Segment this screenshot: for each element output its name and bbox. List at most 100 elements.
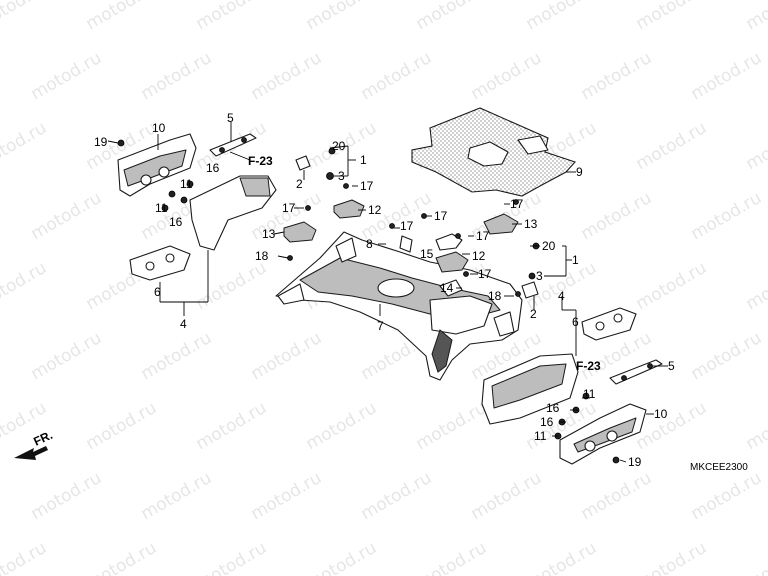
fasteners (117, 139, 620, 464)
diagram-code: MKCEE2300 (690, 462, 748, 473)
callout-16-left-upper: 16 (206, 161, 220, 175)
watermark-text: motod.ru (633, 118, 711, 174)
reference-f23-right: F-23 (576, 359, 601, 373)
callout-5-right: 5 (668, 359, 675, 373)
callout-2-upper: 2 (296, 177, 303, 191)
callout-13-right: 13 (524, 217, 538, 231)
watermark-text: motod.ru (688, 48, 766, 104)
watermark-text: motod.ru (248, 328, 326, 384)
callout-11-left-upper: 11 (180, 177, 193, 191)
callout-17-center-left: 17 (400, 219, 414, 233)
watermark-text: motod.ru (193, 538, 271, 576)
callout-10-left: 10 (152, 121, 166, 135)
watermark-text: motod.ru (28, 328, 106, 384)
watermark-text: motod.ru (0, 118, 50, 174)
callout-7: 7 (377, 319, 384, 333)
watermark-text: motod.ru (248, 468, 326, 524)
watermark-text: motod.ru (193, 258, 271, 314)
callout-19-left: 19 (94, 135, 108, 149)
callout-4-left: 4 (180, 317, 187, 331)
callout-17-upper-right: 17 (360, 179, 374, 193)
watermark-text: motod.ru (578, 188, 656, 244)
watermark-text: motod.ru (633, 538, 711, 576)
watermark-text: motod.ru (523, 0, 601, 34)
callout-20-upper: 20 (332, 139, 346, 153)
callout-15: 15 (420, 247, 434, 261)
watermark-text: motod.ru (138, 328, 216, 384)
callout-13-left: 13 (262, 227, 276, 241)
watermark-text: motod.ru (83, 398, 161, 454)
callout-8: 8 (366, 237, 373, 251)
callout-11-right-lower: 11 (534, 429, 547, 443)
callout-17-right-upper: 17 (510, 197, 524, 211)
callout-3-lower: 3 (536, 269, 543, 283)
callout-2-lower: 2 (530, 307, 537, 321)
watermark-text: motod.ru (0, 258, 50, 314)
callout-4-right: 4 (558, 289, 565, 303)
callout-6-left: 6 (154, 285, 161, 299)
watermark-text: motod.ru (0, 0, 50, 34)
watermark-text: motod.ru (28, 48, 106, 104)
main-frame-part (275, 231, 523, 381)
left-side-cover (129, 175, 277, 281)
watermark-text: motod.ru (688, 188, 766, 244)
watermark-text: motod.ru (468, 48, 546, 104)
watermark-text: motod.ru (413, 538, 491, 576)
callout-19-right: 19 (628, 455, 642, 469)
watermark-text: motod.ru (743, 398, 768, 454)
right-bracket-part (609, 359, 663, 385)
callout-16-right-upper: 16 (546, 401, 560, 415)
watermark-text: motod.ru (0, 538, 50, 576)
watermark-text: motod.ru (468, 468, 546, 524)
callout-17-center: 17 (434, 209, 448, 223)
watermark-text: motod.ru (413, 398, 491, 454)
watermark-text: motod.ru (28, 468, 106, 524)
callout-20-lower: 20 (542, 239, 556, 253)
watermark-text: motod.ru (633, 0, 711, 34)
callout-11-right-upper: 11 (583, 387, 596, 401)
watermark-text: motod.ru (358, 468, 436, 524)
watermark-text: motod.ru (358, 48, 436, 104)
watermark-text: motod.ru (578, 468, 656, 524)
watermark-text: motod.ru (83, 538, 161, 576)
callout-17-lower: 17 (478, 267, 492, 281)
watermark-text: motod.ru (688, 328, 766, 384)
callout-5-left: 5 (227, 111, 234, 125)
callout-16-right-lower: 16 (540, 415, 554, 429)
watermark-text: motod.ru (523, 538, 601, 576)
callout-1-lower: 1 (572, 253, 579, 267)
under-cover-part (411, 107, 576, 197)
front-direction-arrow (14, 446, 48, 460)
callout-11-left-lower: 11 (155, 201, 168, 215)
rubber-mounts (283, 155, 539, 299)
watermark-text: motod.ru (688, 468, 766, 524)
watermark-text: motod.ru (303, 398, 381, 454)
leader-lines (107, 122, 668, 463)
watermark-text: motod.ru (743, 118, 768, 174)
callout-18-left: 18 (255, 249, 269, 263)
watermark-text: motod.ru (633, 258, 711, 314)
watermark-text: motod.ru (633, 398, 711, 454)
watermark-text: motod.ru (578, 48, 656, 104)
watermark-text: motod.ru (193, 0, 271, 34)
watermark-text: motod.ru (303, 538, 381, 576)
callout-16-left-lower: 16 (169, 215, 183, 229)
watermark-text: motod.ru (193, 398, 271, 454)
watermark-text: motod.ru (303, 0, 381, 34)
callout-12-upper: 12 (368, 203, 382, 217)
watermark-text: motod.ru (743, 538, 768, 576)
watermark-text: motod.ru (413, 0, 491, 34)
callout-10-right: 10 (654, 407, 668, 421)
callout-9: 9 (576, 165, 583, 179)
watermark-text: motod.ru (138, 468, 216, 524)
right-side-cover (481, 307, 637, 425)
left-bracket-part (209, 133, 257, 157)
left-heat-shield (117, 133, 197, 197)
callout-18-right: 18 (488, 289, 502, 303)
callout-17-upper-left: 17 (282, 201, 296, 215)
watermark-text: motod.ru (83, 0, 161, 34)
watermark-text: motod.ru (248, 48, 326, 104)
callout-12-lower: 12 (472, 249, 486, 263)
